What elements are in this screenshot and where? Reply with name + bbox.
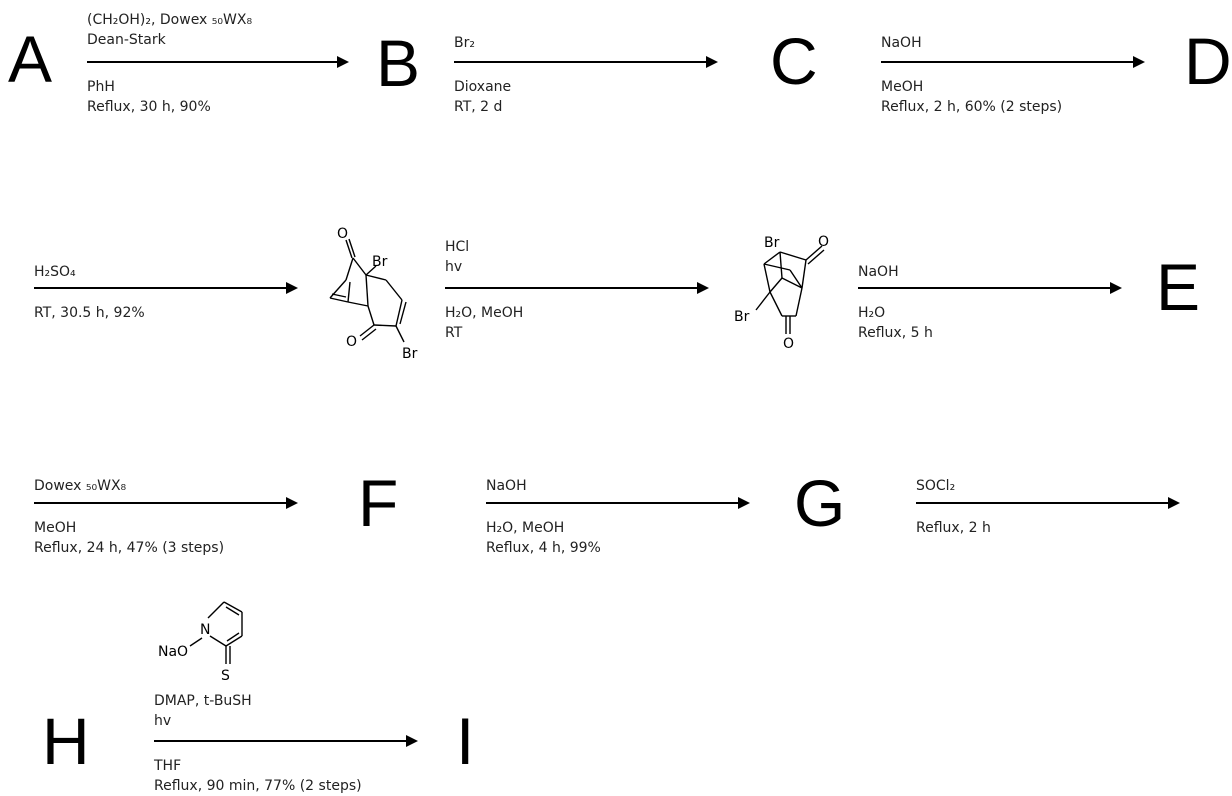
reagent-atom-s: S	[221, 668, 230, 684]
arrow-ab	[87, 56, 349, 68]
arrow-ef	[34, 497, 298, 509]
arrow-fg	[486, 497, 750, 509]
reagent-atom-n: N	[200, 622, 210, 638]
compound-a: A	[8, 22, 53, 96]
compound-c: C	[770, 24, 818, 98]
dibromo-dione-structure: O Br O Br	[329, 226, 418, 362]
arrow-bc	[454, 56, 718, 68]
reagent-atom-nao: NaO	[158, 644, 188, 660]
cage-atom-br-top: Br	[764, 235, 780, 251]
compound-d: D	[1184, 24, 1232, 98]
dione-atom-o-top: O	[337, 226, 348, 242]
conditions-bc-top: Br₂	[454, 35, 475, 51]
arrow-gh	[916, 497, 1180, 509]
arrow-hi	[154, 735, 418, 747]
arrow-d-dione	[34, 282, 298, 294]
conditions-cd-top: NaOH	[881, 35, 922, 51]
compound-e: E	[1156, 250, 1201, 324]
conditions-d-dione-top: H₂SO₄	[34, 264, 76, 280]
cage-atom-o-bottom: O	[783, 336, 794, 350]
arrow-cd	[881, 56, 1145, 68]
cage-atom-o-top: O	[818, 234, 829, 250]
conditions-ef-top: Dowex ₅₀WX₈	[34, 478, 127, 494]
cage-atom-br-left: Br	[734, 309, 750, 325]
pyridinethione-reagent-structure: N NaO S	[158, 601, 243, 684]
compound-g: G	[794, 466, 846, 540]
dione-atom-o-bottom: O	[346, 334, 357, 350]
conditions-fg-top: NaOH	[486, 478, 527, 494]
compound-h: H	[42, 704, 90, 778]
compound-b: B	[376, 26, 421, 100]
compound-f: F	[358, 466, 399, 540]
dione-atom-br-bottom: Br	[402, 346, 418, 362]
conditions-d-dione-bottom: RT, 30.5 h, 92%	[34, 305, 145, 321]
conditions-gh-bottom: Reflux, 2 h	[916, 520, 991, 536]
caged-dibromo-dione-structure: Br O Br O	[734, 234, 829, 350]
compound-i: I	[456, 704, 475, 778]
conditions-cage-e-top: NaOH	[858, 264, 899, 280]
dione-atom-br-top: Br	[372, 254, 388, 270]
arrow-dione-cage	[445, 282, 709, 294]
conditions-gh-top: SOCl₂	[916, 478, 956, 494]
arrow-cage-e	[858, 282, 1122, 294]
